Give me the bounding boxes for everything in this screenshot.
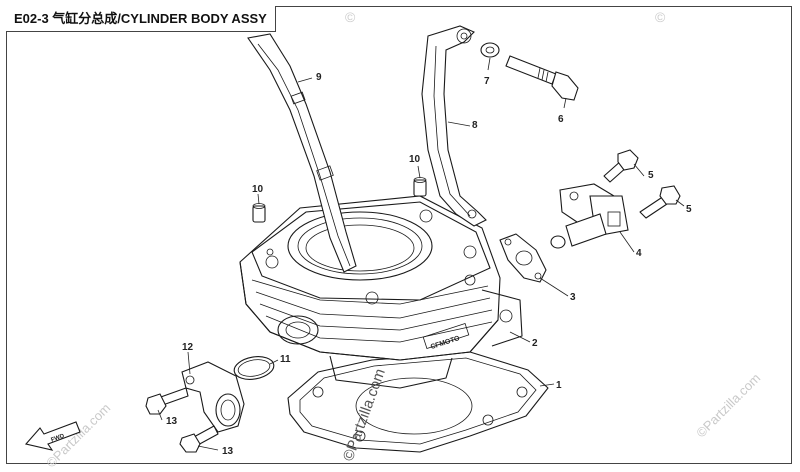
- callout-13-lower: 13: [222, 446, 234, 457]
- part-7-washer: [480, 42, 500, 58]
- part-9-chain-guide: [247, 33, 357, 273]
- callout-1: 1: [556, 380, 562, 391]
- part-3-tensioner-gasket: [499, 233, 547, 283]
- part-8-tensioner-arm: [421, 25, 487, 227]
- callout-5-lower: 5: [686, 204, 692, 215]
- diagram-frame: [6, 6, 792, 464]
- callout-3: 3: [570, 292, 576, 303]
- callout-5-upper: 5: [648, 170, 654, 181]
- watermark-copyright-top: ©: [345, 9, 356, 25]
- watermark-right: ©Partzilla.com: [693, 370, 763, 440]
- part-4-chain-tensioner: [550, 183, 629, 249]
- part-13-bolt-lower: [179, 425, 219, 453]
- callout-2: 2: [532, 338, 538, 349]
- part-1-base-gasket: [287, 351, 549, 453]
- callout-11: 11: [280, 354, 291, 365]
- callouts: 9 7 6 8 10 10 5 5 4 3 2 1 12 11 13 13: [157, 57, 692, 457]
- part-6-bolt: [505, 55, 579, 101]
- callout-9: 9: [316, 72, 322, 83]
- fwd-label: FWD: [50, 433, 66, 444]
- watermark-copyright-top-right: ©: [655, 9, 666, 25]
- part-2-cylinder-body: CFMOTO: [239, 195, 523, 389]
- callout-13-upper: 13: [166, 416, 178, 427]
- callout-8: 8: [472, 120, 478, 131]
- part-5-bolt-upper: [603, 149, 639, 183]
- part-5-bolt-lower: [639, 185, 681, 219]
- callout-6: 6: [558, 114, 564, 125]
- part-13-bolt-upper: [145, 387, 189, 415]
- part-10-dowel-pin-right: [413, 177, 427, 197]
- callout-10-left: 10: [252, 184, 264, 195]
- part-12-water-elbow: [181, 361, 245, 433]
- callout-7: 7: [484, 76, 490, 87]
- diagram-title: E02-3 气缸分总成/CYLINDER BODY ASSY: [6, 6, 276, 32]
- callout-10-right: 10: [409, 154, 421, 165]
- fwd-arrow-icon: FWD: [24, 421, 81, 451]
- callout-12: 12: [182, 342, 194, 353]
- part-11-o-ring: [233, 356, 275, 380]
- callout-4: 4: [636, 248, 642, 259]
- part-10-dowel-pin-left: [252, 203, 266, 223]
